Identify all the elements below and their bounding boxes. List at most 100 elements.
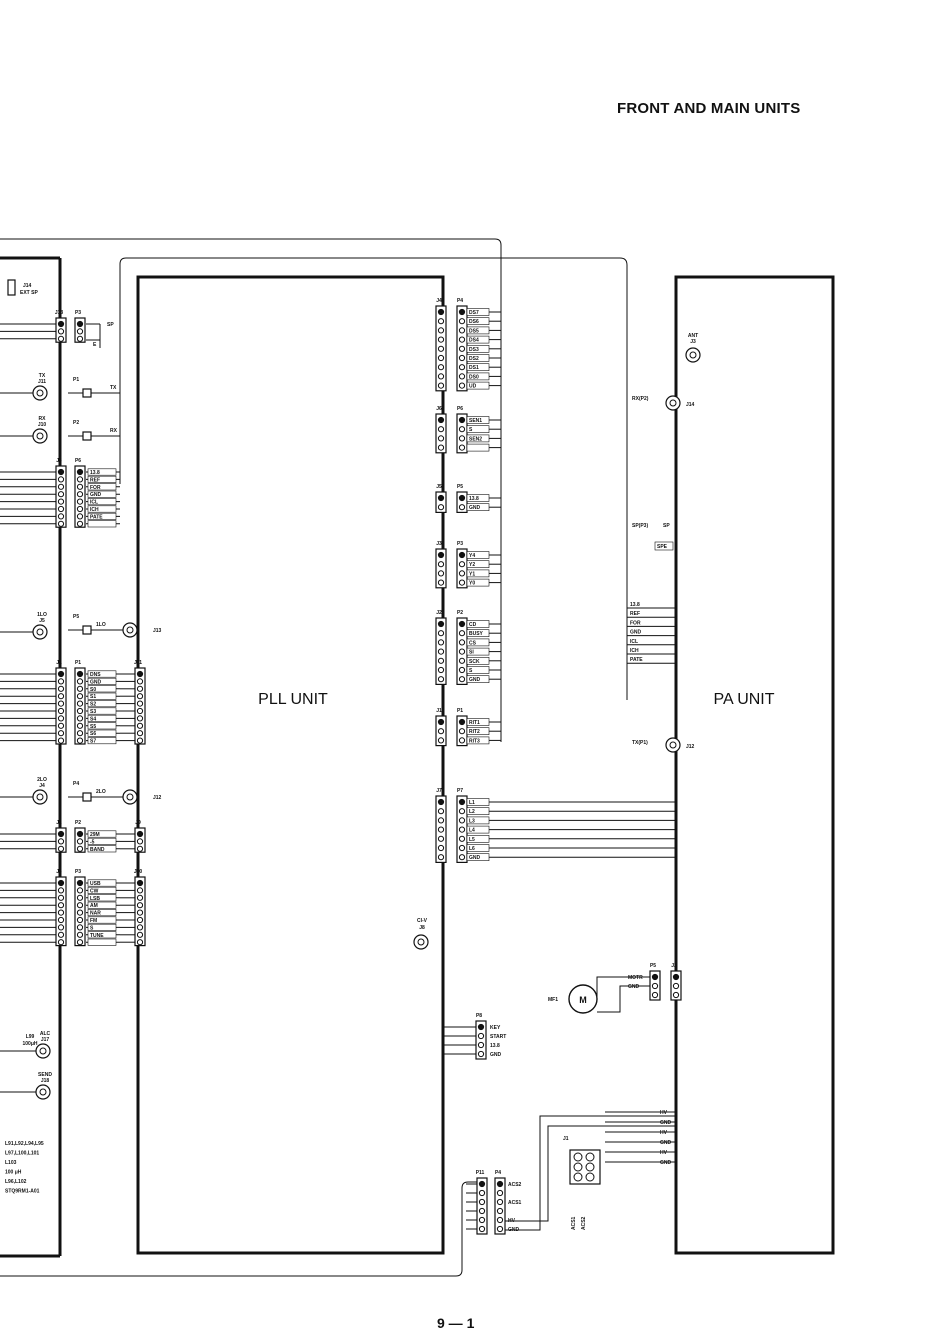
inductor-note: STQ9RM1-A01: [5, 1189, 40, 1195]
signal-label: 29M: [90, 832, 100, 838]
pa-unit-title: PA UNIT: [713, 691, 774, 708]
front-j8-pin: [57, 505, 65, 513]
pll-j9-pin: [136, 838, 144, 845]
pll-j7-ref: J7: [436, 788, 442, 794]
motor-wire: [596, 976, 650, 999]
hv-label: GND: [660, 1140, 672, 1146]
pa-tx-label: TX(P1): [632, 740, 648, 746]
front-j3-pin: [57, 939, 65, 946]
pa-j1-pin: [573, 1152, 583, 1162]
pa-rx-label: RX(P2): [632, 396, 649, 402]
signal-label: S: [469, 427, 473, 433]
plug-p1-ref: P1: [75, 660, 81, 666]
plug-p2-pin: [458, 620, 466, 628]
ant-label: ANT: [688, 333, 698, 339]
plug-p1-pin: [458, 737, 466, 744]
pa-j1-pin: [585, 1162, 595, 1172]
plug-p6-pin: [76, 505, 84, 513]
signal-tag: [466, 736, 490, 745]
plug-p6-pin: [76, 513, 84, 520]
signal-label: L2: [469, 809, 475, 815]
pll-j4-pin: [437, 345, 445, 352]
front-j1-pin: [57, 700, 65, 707]
pll-j3-pin: [437, 561, 445, 568]
plug-p3-pin: [76, 931, 84, 938]
signal-tag: [87, 894, 117, 902]
motor-icon: [568, 984, 598, 1014]
signal-label: L5: [469, 837, 475, 843]
p8-signal: KEY: [490, 1025, 501, 1031]
p11-housing: [476, 1177, 488, 1235]
pll-j9-pin: [136, 830, 144, 838]
ci-v-label: CI-V: [417, 918, 428, 924]
signal-label: CW: [90, 888, 99, 894]
pa-rx-jack-jack-core: [669, 399, 677, 407]
signal-label: SEN1: [469, 418, 482, 424]
signal-tag: [87, 490, 117, 498]
signal-tag: [466, 620, 490, 628]
signal-tag: [466, 638, 490, 647]
pll-j2-pin: [437, 630, 445, 637]
signal-tag: [466, 666, 490, 674]
front-j3-pin: [57, 887, 65, 894]
rf-plug: [82, 431, 92, 441]
lo-plug-ref: P4: [73, 781, 79, 787]
plug-p6-pin: [458, 416, 466, 424]
p8-pin: [477, 1023, 485, 1031]
p11-pin: [478, 1225, 486, 1233]
pll-j12-jack-core: [126, 793, 134, 801]
lo-plug: [82, 792, 92, 802]
pa-j1-pin: [573, 1172, 583, 1182]
signal-label: S5: [90, 724, 96, 730]
pa-ctrl-label: ICH: [630, 648, 639, 654]
front-j1-pin: [57, 737, 65, 744]
front-j1-pin: [57, 707, 65, 715]
plug-p3-pin: [458, 551, 466, 559]
signal-tag: [87, 685, 117, 693]
p8-housing: [475, 1020, 487, 1060]
signal-tag: [466, 434, 490, 443]
front-j1-pin: [57, 685, 65, 692]
plug-p3-pin: [76, 916, 84, 924]
signal-tag: [87, 714, 117, 722]
signal-tag: [466, 629, 490, 638]
pll-jack-ref: J12: [153, 795, 162, 801]
signal-tag: [87, 722, 117, 730]
pll-j10-pin: [136, 894, 144, 901]
pll-j3-housing: [435, 548, 447, 589]
signal-tag: [87, 837, 117, 845]
pa-sp-short: SP: [663, 523, 670, 529]
inductor-note: 100 μH: [5, 1170, 22, 1176]
plug-p2-pin: [458, 639, 466, 646]
coax-ref: J5: [39, 618, 45, 624]
pa-p5-pin: [651, 982, 659, 990]
plug-p5-pin: [458, 504, 466, 511]
signal-tag: [87, 498, 117, 506]
pll-j11-pin: [136, 678, 144, 685]
signal-label: ICL: [90, 500, 98, 506]
pll-j3-pin: [437, 570, 445, 577]
p4-bottom-pin: [496, 1180, 504, 1188]
plug-p1-pin: [76, 707, 84, 715]
p4-signal: GND: [508, 1227, 520, 1233]
signal-label: SEN2: [469, 436, 482, 442]
plug-p4-pin: [458, 364, 466, 371]
plug-p4-pin: [458, 327, 466, 334]
pll-j7-pin: [437, 826, 445, 833]
plug-p3-pin: [76, 320, 84, 328]
plug-p1-pin: [76, 722, 84, 729]
signal-label: BUSY: [469, 631, 484, 637]
signal-tag: [466, 503, 490, 512]
pll-j6-ref: J6: [436, 406, 442, 412]
pll-j4-pin: [437, 364, 445, 371]
plug-p6-housing: [456, 413, 468, 454]
coax-j17-jack-core: [39, 1047, 47, 1055]
front-j3-pin: [57, 894, 65, 901]
rf-plug-ref: P1: [73, 377, 79, 383]
plug-p3-pin: [76, 879, 84, 887]
pll-j11-pin: [136, 685, 144, 692]
plug-p7-pin: [458, 826, 466, 833]
pll-j6-pin: [437, 435, 445, 442]
lo-signal: 2LO: [96, 789, 106, 795]
plug-p6-pin: [458, 444, 466, 451]
